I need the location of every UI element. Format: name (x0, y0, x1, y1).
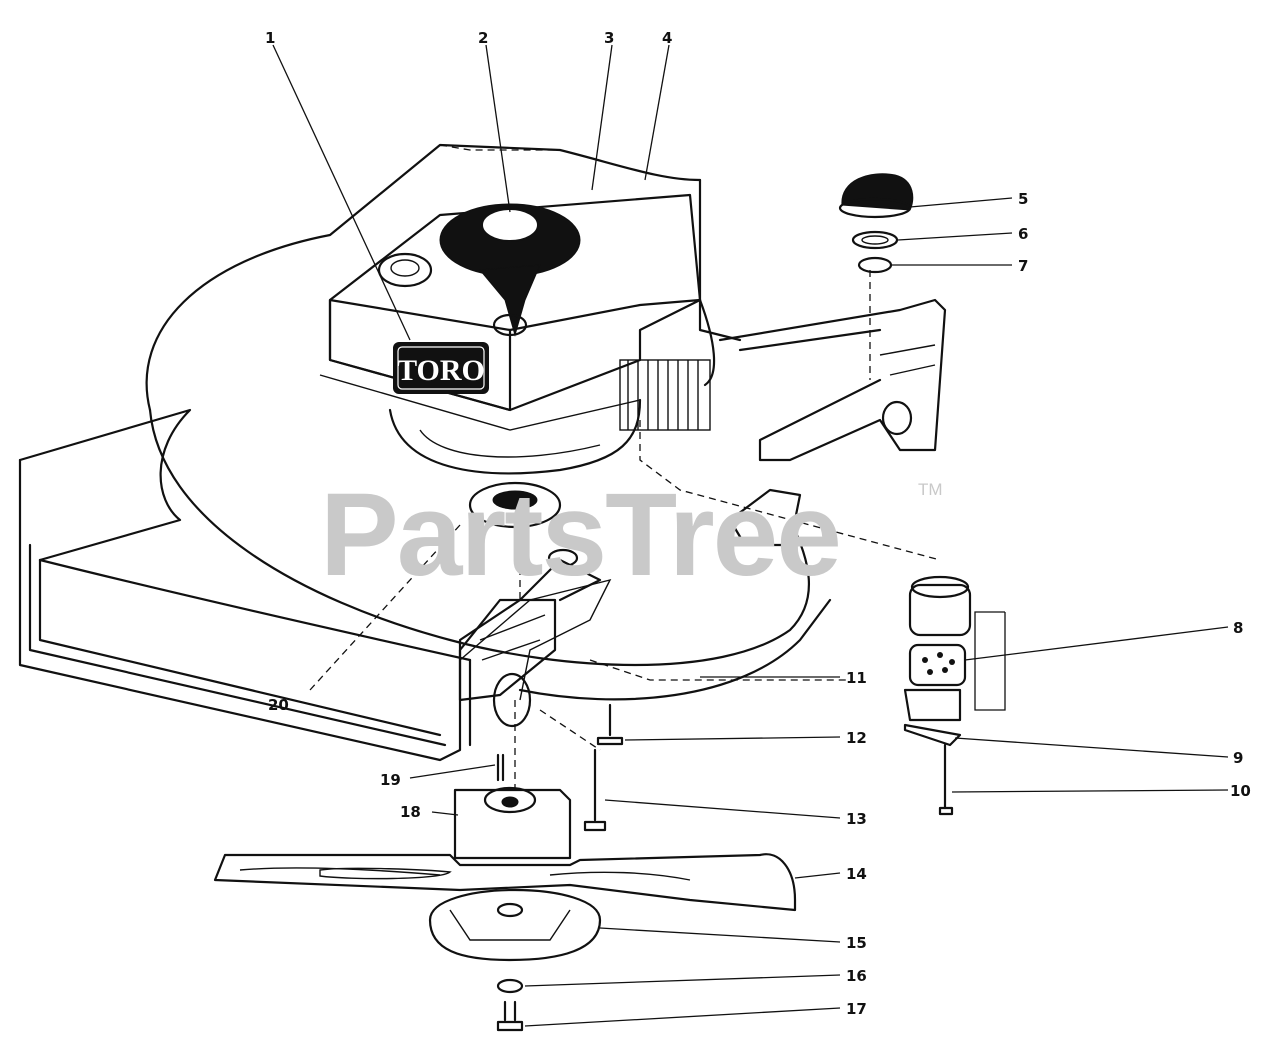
callout-3: 3 (604, 29, 614, 47)
callout-4: 4 (662, 29, 672, 47)
callout-2: 2 (478, 29, 488, 47)
toro-logo-text: TORO (397, 354, 485, 387)
watermark: PartsTree TM (320, 469, 943, 601)
cylinder-fins (619, 359, 711, 431)
callout-7: 7 (1018, 257, 1028, 275)
callout-1: 1 (265, 29, 275, 47)
callout-15: 15 (846, 934, 867, 952)
callout-17: 17 (846, 1000, 867, 1018)
blade-assembly (213, 703, 797, 1032)
callout-18: 18 (400, 803, 421, 821)
callout-20: 20 (268, 696, 289, 714)
watermark-text: PartsTree (320, 469, 840, 601)
callout-19: 19 (380, 771, 401, 789)
toro-logo: TORO (393, 342, 489, 394)
callout-13: 13 (846, 810, 867, 828)
watermark-trademark: TM (918, 480, 943, 499)
callout-16: 16 (846, 967, 867, 985)
callout-14: 14 (846, 865, 867, 883)
callout-10: 10 (1230, 782, 1251, 800)
callout-numbers: 1 2 3 4 5 6 7 8 9 10 11 12 13 14 15 16 1… (265, 29, 1251, 1018)
callout-leaders (272, 44, 1229, 1027)
callout-6: 6 (1018, 225, 1028, 243)
engine-assembly: TORO (319, 193, 716, 475)
callout-12: 12 (846, 729, 867, 747)
mower-deck (18, 143, 947, 762)
bearing-part (468, 481, 579, 568)
callout-8: 8 (1233, 619, 1243, 637)
callout-9: 9 (1233, 749, 1243, 767)
alignment-lines (309, 144, 941, 790)
callout-11: 11 (846, 669, 867, 687)
air-cleaner-parts (838, 173, 972, 816)
callout-5: 5 (1018, 190, 1028, 208)
